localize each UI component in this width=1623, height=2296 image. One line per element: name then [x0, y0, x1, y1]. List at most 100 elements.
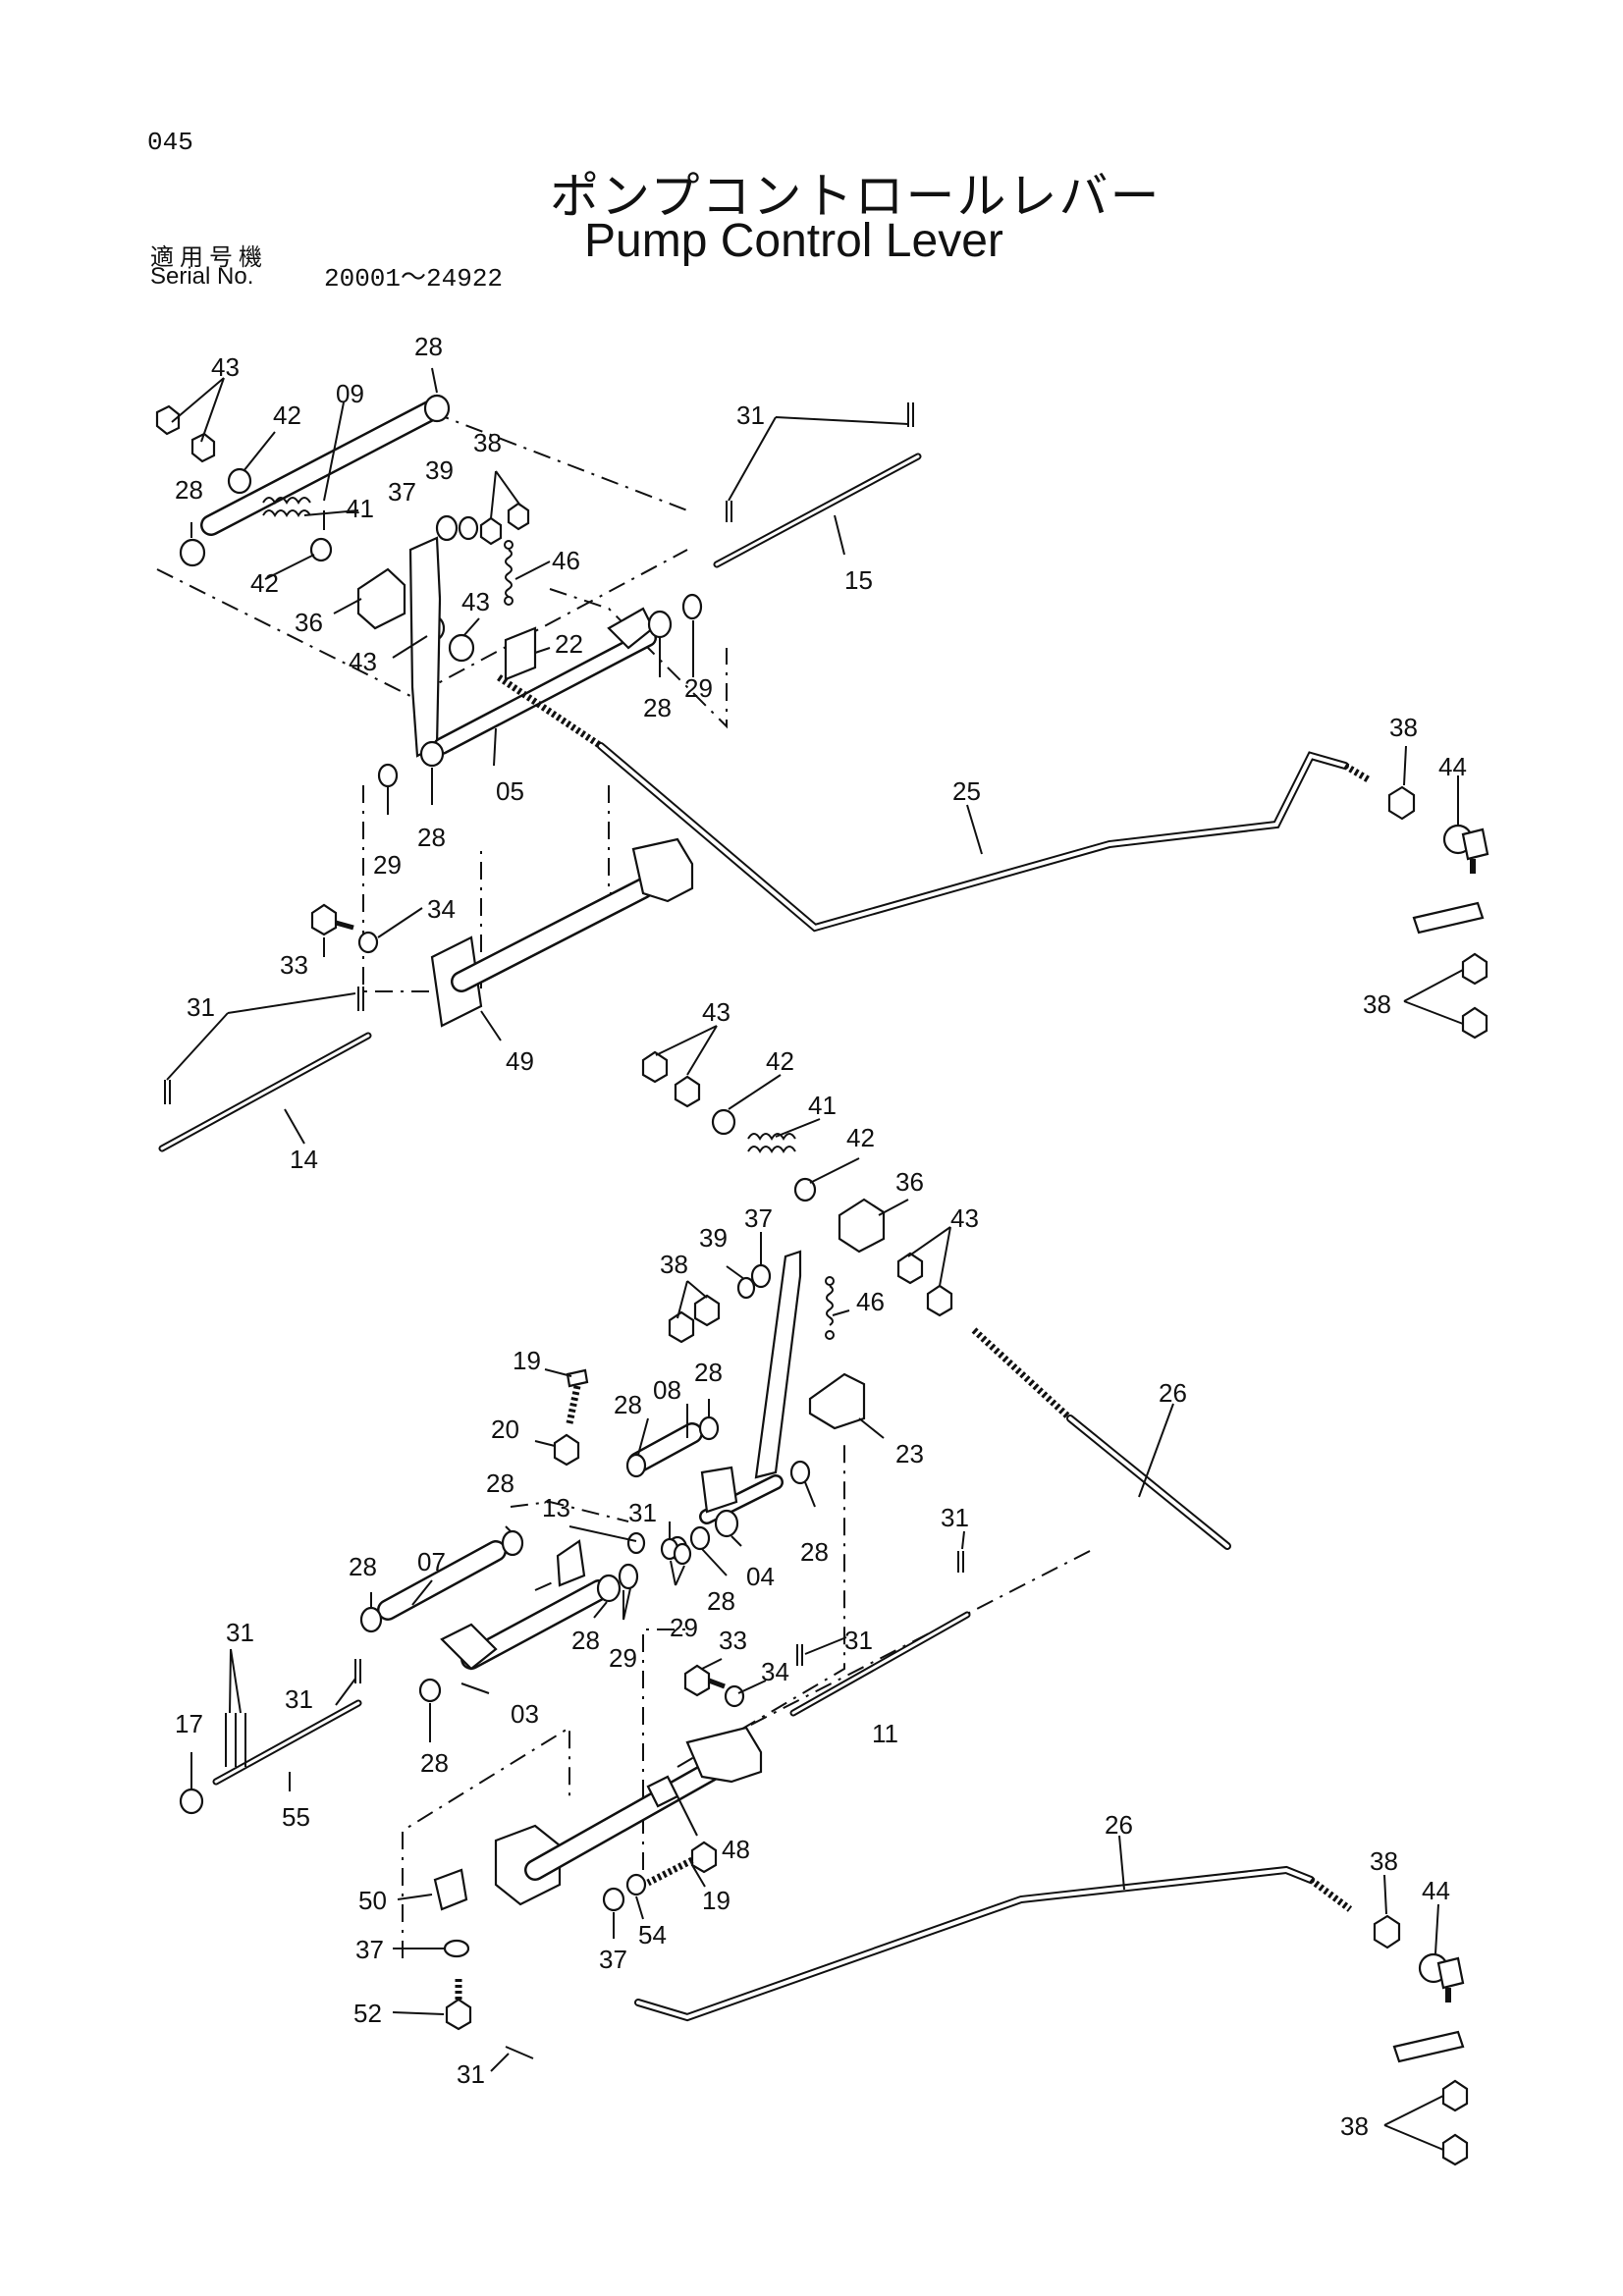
- lower-right-hardware: [1373, 1914, 1469, 2166]
- callout-39: 39: [425, 455, 454, 485]
- callout-28: 28: [643, 693, 672, 722]
- callout-43: 43: [211, 352, 240, 382]
- bracket-23: [808, 1276, 866, 1430]
- callout-29: 29: [670, 1613, 698, 1642]
- callout-38: 38: [1370, 1846, 1398, 1876]
- callout-31: 31: [628, 1498, 657, 1527]
- callout-46: 46: [552, 546, 580, 575]
- callout-42: 42: [250, 568, 279, 598]
- callout-20: 20: [491, 1415, 519, 1444]
- callout-26: 26: [1159, 1378, 1187, 1408]
- callout-31: 31: [736, 400, 765, 430]
- callout-14: 14: [290, 1145, 318, 1174]
- callout-28: 28: [694, 1358, 723, 1387]
- lever-05: [377, 536, 703, 788]
- rod-14: [158, 987, 372, 1152]
- callout-15: 15: [844, 565, 873, 595]
- callout-37: 37: [744, 1203, 773, 1233]
- plate-50: [433, 1868, 534, 2059]
- callout-49: 49: [506, 1046, 534, 1076]
- callout-29: 29: [684, 673, 713, 703]
- callout-labels: 43 28 09 42 38 39 37 41 28 42 36 43 43 4…: [175, 332, 1467, 2141]
- rod-25: [497, 674, 1372, 933]
- callout-38: 38: [1363, 989, 1391, 1019]
- callout-28: 28: [707, 1586, 735, 1616]
- callout-22: 22: [555, 629, 583, 659]
- callout-19: 19: [513, 1346, 541, 1375]
- rod-15: [713, 402, 922, 568]
- lower-assembly: [179, 1050, 1469, 2166]
- callout-29: 29: [373, 850, 402, 880]
- callout-34: 34: [761, 1657, 789, 1686]
- callout-29: 29: [609, 1643, 637, 1673]
- upper-right-hardware: [1387, 785, 1489, 1040]
- lever-04: [667, 1250, 811, 1561]
- callout-28: 28: [349, 1552, 377, 1581]
- callout-23: 23: [895, 1439, 924, 1468]
- callout-41: 41: [808, 1091, 837, 1120]
- callout-17: 17: [175, 1709, 203, 1738]
- callout-43: 43: [702, 997, 730, 1027]
- serial-label-english: Serial No.: [150, 263, 254, 290]
- callout-31: 31: [226, 1618, 254, 1647]
- callout-38: 38: [473, 428, 502, 457]
- callout-50: 50: [358, 1886, 387, 1915]
- callout-28: 28: [175, 475, 203, 505]
- callout-31: 31: [941, 1503, 969, 1532]
- callout-31: 31: [187, 992, 215, 1022]
- callout-37: 37: [388, 477, 416, 507]
- callout-34: 34: [427, 894, 456, 924]
- bracket-49: [430, 837, 694, 1028]
- rod-55: [179, 1659, 362, 1815]
- callout-55: 55: [282, 1802, 310, 1832]
- bracket-48: [494, 1726, 763, 1906]
- shaft-03: [418, 1539, 639, 1703]
- callout-46: 46: [856, 1287, 885, 1316]
- page-title-english: Pump Control Lever: [584, 215, 1003, 267]
- callout-26: 26: [1105, 1810, 1133, 1840]
- callout-44: 44: [1422, 1876, 1450, 1905]
- bolt-33-lower: [683, 1664, 745, 1708]
- callout-25: 25: [952, 776, 981, 806]
- leader-lines: [166, 367, 1464, 2151]
- callout-31: 31: [844, 1626, 873, 1655]
- callout-42: 42: [273, 400, 301, 430]
- callout-38: 38: [1389, 713, 1418, 742]
- callout-31: 31: [457, 2059, 485, 2089]
- callout-37: 37: [355, 1935, 384, 1964]
- rod-26-upper: [971, 1327, 1231, 1550]
- callout-52: 52: [353, 1999, 382, 2028]
- callout-19: 19: [702, 1886, 730, 1915]
- callout-36: 36: [295, 608, 323, 637]
- serial-label-japanese: 適用号機: [150, 243, 268, 271]
- page-number: 045: [147, 128, 193, 157]
- callout-41: 41: [346, 494, 374, 523]
- shaft-07: [359, 1529, 524, 1633]
- callout-42: 42: [846, 1123, 875, 1152]
- bolt-33: [310, 903, 379, 954]
- callout-28: 28: [614, 1390, 642, 1419]
- bolt-19-upper: [553, 1368, 589, 1467]
- callout-42: 42: [766, 1046, 794, 1076]
- callout-38: 38: [1340, 2111, 1369, 2141]
- callout-13: 13: [542, 1493, 570, 1522]
- callout-43: 43: [461, 587, 490, 616]
- callout-28: 28: [417, 823, 446, 852]
- callout-39: 39: [699, 1223, 728, 1253]
- callout-28: 28: [414, 332, 443, 361]
- callout-43: 43: [950, 1203, 979, 1233]
- upper-assembly: [155, 394, 1489, 1152]
- callout-36: 36: [895, 1167, 924, 1197]
- callout-11: 11: [872, 1719, 898, 1748]
- shaft-08: [625, 1415, 720, 1478]
- callout-44: 44: [1438, 752, 1467, 781]
- callout-09: 09: [336, 379, 364, 408]
- callout-43: 43: [349, 647, 377, 676]
- callout-33: 33: [280, 950, 308, 980]
- callout-08: 08: [653, 1375, 681, 1405]
- callout-31: 31: [285, 1684, 313, 1714]
- rod-26-lower: [634, 1865, 1353, 2022]
- callout-03: 03: [511, 1699, 539, 1729]
- callout-33: 33: [719, 1626, 747, 1655]
